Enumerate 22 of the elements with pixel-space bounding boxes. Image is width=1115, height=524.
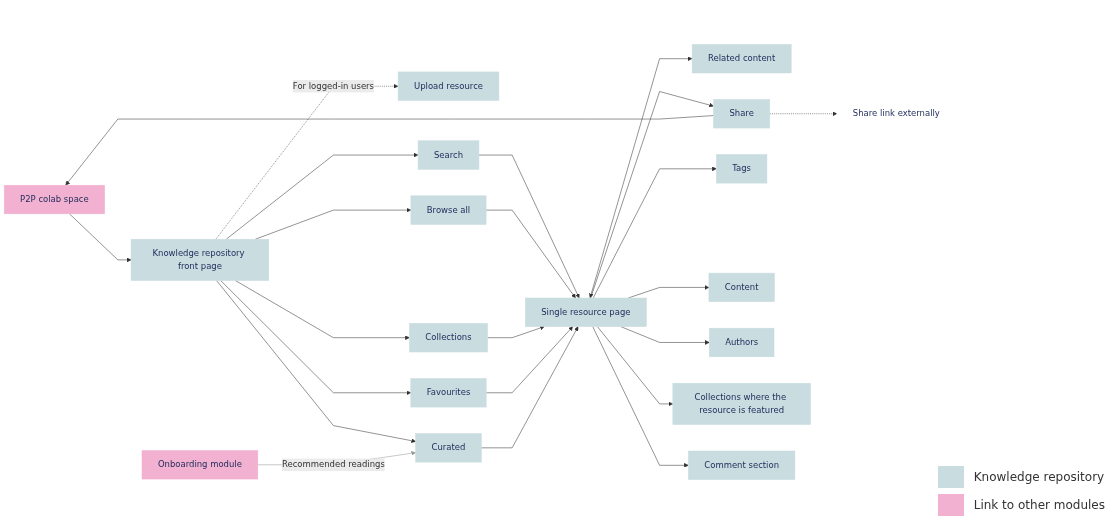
- node-box: P2P colab space: [3, 184, 105, 215]
- legend-label: Knowledge repository: [973, 470, 1105, 484]
- node-box: Collections: [409, 323, 488, 353]
- node-box: Favourites: [410, 378, 487, 408]
- node-box: Related content: [691, 44, 792, 74]
- node-text: Share link externally: [852, 108, 940, 119]
- node-box: Collections where the resource is featured: [672, 382, 811, 425]
- node-box: Curated: [415, 433, 482, 463]
- node-box: Tags: [716, 154, 768, 184]
- node-box: Browse all: [410, 195, 487, 225]
- node-box: Knowledge repository front page: [130, 238, 269, 281]
- legend-label: Link to other modules: [973, 498, 1105, 512]
- node-box: Upload resource: [397, 71, 500, 101]
- node-box: Authors: [709, 327, 775, 358]
- node-box: Single resource page: [525, 297, 647, 327]
- node-box: Search: [417, 140, 480, 170]
- node-box: Content: [708, 272, 775, 302]
- node-box: Onboarding module: [141, 450, 259, 480]
- edge-label: For logged-in users: [292, 80, 375, 91]
- node-box: Share: [713, 99, 771, 129]
- node-box: Comment section: [688, 450, 796, 480]
- edge-label: Recommended readings: [281, 459, 385, 470]
